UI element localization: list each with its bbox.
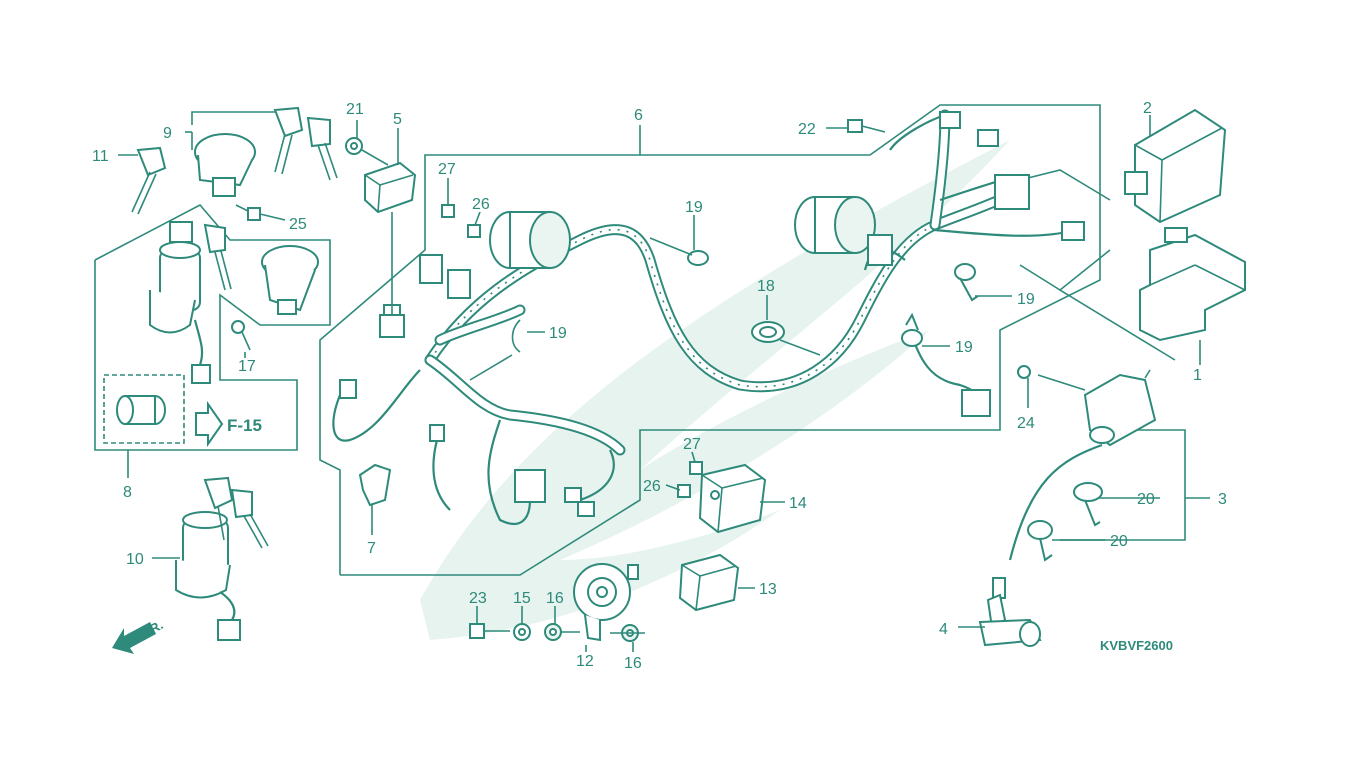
callout-6: 6 — [634, 107, 643, 124]
callout-19-top: 19 — [685, 199, 703, 216]
callout-18: 18 — [757, 278, 775, 295]
callout-27-upper: 27 — [438, 161, 456, 178]
main-wire-harness — [332, 109, 1085, 525]
callout-13: 13 — [759, 581, 777, 598]
callout-22: 22 — [798, 121, 816, 138]
harness-group-outline — [319, 104, 1101, 576]
callout-8: 8 — [123, 484, 132, 501]
harness-connector-upper-right — [939, 111, 1085, 241]
harness-connector-bottom — [339, 379, 595, 517]
callout-14: 14 — [789, 495, 807, 512]
key-11 — [131, 146, 167, 215]
bolt-25 — [235, 204, 261, 221]
callout-2: 2 — [1143, 100, 1152, 117]
band-clip-19 — [511, 250, 979, 353]
clamp-20 — [1027, 482, 1103, 562]
callout-21: 21 — [346, 101, 364, 118]
harness-plug-round-1 — [489, 211, 571, 269]
reference-arrow — [195, 400, 224, 448]
leader-lines — [118, 120, 1201, 652]
callout-4: 4 — [939, 621, 948, 638]
callout-16-upper: 16 — [546, 590, 564, 607]
electrical-units — [345, 108, 1246, 647]
group-brackets — [94, 104, 1210, 576]
callout-20-lower: 20 — [1110, 533, 1128, 550]
callout-11: 11 — [92, 148, 109, 165]
callout-5: 5 — [393, 111, 402, 128]
harness-connector-mid — [419, 254, 471, 299]
harness-connector-lower-right — [961, 389, 991, 417]
ignition-cylinder-8 — [116, 221, 319, 425]
callout-12: 12 — [576, 653, 594, 670]
callout-1: 1 — [1193, 367, 1202, 384]
callout-24: 24 — [1017, 415, 1035, 432]
inner-cylinder-box — [103, 374, 185, 444]
callout-26-lower: 26 — [643, 478, 661, 495]
diagram-code: KVBVF2600 — [1100, 638, 1173, 653]
key-components — [112, 106, 338, 654]
relay-5 — [364, 161, 417, 214]
callout-16-lower: 16 — [624, 655, 642, 672]
cover-7 — [358, 463, 392, 507]
reference-label: F-15 — [227, 416, 262, 435]
callout-20-upper: 20 — [1137, 491, 1155, 508]
callout-labels: 1 2 3 4 5 6 7 8 9 10 11 12 13 14 15 16 1… — [92, 100, 1227, 672]
bracket-1 — [1139, 227, 1246, 342]
ignition-switch-10 — [175, 476, 269, 641]
ignition-coil-3 — [1008, 365, 1157, 561]
cdi-unit-2 — [1124, 108, 1227, 224]
relay-13 — [678, 553, 740, 612]
watermark-wing — [420, 140, 1010, 640]
callout-17: 17 — [238, 358, 256, 375]
bolt-22 — [847, 119, 886, 133]
harness-connector-center — [867, 234, 893, 266]
clip-26-27-lower — [677, 461, 703, 498]
callout-23: 23 — [469, 590, 487, 607]
callout-15: 15 — [513, 590, 531, 607]
callout-9: 9 — [163, 125, 172, 142]
callout-7: 7 — [367, 540, 376, 557]
callout-3: 3 — [1218, 491, 1227, 508]
callout-25: 25 — [289, 216, 307, 233]
horn-12 — [573, 563, 639, 642]
callout-27-lower: 27 — [683, 436, 701, 453]
screw-17 — [231, 320, 251, 351]
callout-10: 10 — [126, 551, 144, 568]
callout-26-upper: 26 — [472, 196, 490, 213]
seat-lock-9 — [194, 106, 338, 197]
clamp-18 — [751, 321, 785, 343]
front-direction-arrow — [112, 622, 156, 654]
callout-19-left: 19 — [549, 325, 567, 342]
horn-hardware — [469, 623, 645, 642]
harness-plug-round-2 — [794, 196, 876, 254]
spark-plug-cap-4 — [978, 577, 1042, 647]
callout-19-lower-right: 19 — [955, 339, 973, 356]
winker-relay-14 — [698, 463, 767, 534]
nut-21 — [345, 137, 363, 155]
callout-19-right: 19 — [1017, 291, 1035, 308]
